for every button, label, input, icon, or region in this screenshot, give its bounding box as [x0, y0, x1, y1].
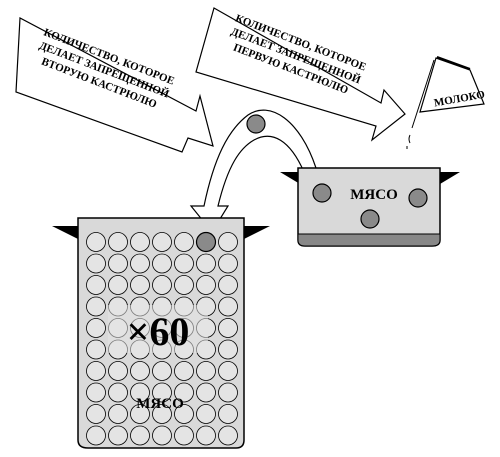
meat-ball	[218, 425, 238, 446]
right-arrow: КОЛИЧЕСТВО, КОТОРОЕ ДЕЛАЕТ ЗАПРЕЩЕННОЙ П…	[195, 7, 406, 142]
meat-ball	[218, 404, 238, 424]
meat-ball	[196, 275, 216, 295]
meat-ball	[130, 232, 150, 252]
meat-ball	[218, 382, 238, 403]
meat-ball	[86, 382, 106, 403]
meat-ball	[152, 275, 172, 295]
multiplier-backdrop	[108, 305, 208, 353]
meat-ball	[86, 425, 106, 446]
meat-ball	[152, 232, 172, 252]
meat-ball	[174, 404, 194, 424]
meat-ball	[196, 425, 216, 446]
meat-ball	[196, 382, 216, 403]
small-pot: МЯСО	[280, 167, 460, 247]
meat-ball	[86, 296, 106, 317]
meat-ball	[218, 318, 238, 338]
meat-ball	[152, 382, 172, 403]
small-pot-label: МЯСО	[350, 187, 398, 203]
meat-ball	[174, 425, 194, 446]
meat-ball	[174, 361, 194, 381]
meat-ball	[108, 253, 128, 274]
meat-ball	[312, 183, 332, 203]
added-meat-ball	[195, 231, 217, 253]
meat-ball	[174, 275, 194, 295]
meat-ball	[408, 188, 428, 208]
meat-ball	[108, 232, 128, 252]
meat-ball	[86, 361, 106, 381]
meat-ball	[130, 425, 150, 446]
meat-ball	[86, 318, 106, 338]
big-pot-label: МЯСО	[136, 396, 184, 412]
meat-ball	[108, 382, 128, 403]
meat-ball	[108, 425, 128, 446]
meat-ball	[360, 209, 380, 229]
meat-ball	[152, 253, 172, 274]
meat-ball	[130, 253, 150, 274]
meat-ball	[86, 404, 106, 424]
left-arrow: КОЛИЧЕСТВО, КОТОРОЕ ДЕЛАЕТ ЗАПРЕЩЕННОЙ В…	[15, 17, 214, 153]
meat-ball	[218, 253, 238, 274]
meat-ball	[130, 275, 150, 295]
meat-ball	[130, 361, 150, 381]
meat-ball	[152, 404, 172, 424]
meat-ball	[174, 253, 194, 274]
meat-ball	[218, 232, 238, 252]
meat-ball	[196, 404, 216, 424]
meat-ball	[130, 382, 150, 403]
meat-ball	[130, 404, 150, 424]
meat-ball	[108, 404, 128, 424]
meat-ball	[174, 232, 194, 252]
meat-ball	[86, 253, 106, 274]
meat-ball	[108, 361, 128, 381]
meat-ball	[86, 339, 106, 360]
big-pot: ×60 МЯСО	[52, 217, 270, 449]
meat-ball	[152, 425, 172, 446]
meat-ball	[218, 361, 238, 381]
meat-ball	[152, 361, 172, 381]
big-pot-ball-grid	[86, 231, 238, 446]
meat-ball	[196, 253, 216, 274]
milk-flag: МОЛОКО	[406, 56, 486, 149]
meat-ball	[174, 382, 194, 403]
meat-ball	[86, 275, 106, 295]
transferred-meat-ball	[246, 114, 266, 134]
meat-ball	[86, 232, 106, 252]
meat-ball	[218, 339, 238, 360]
transfer-arrow	[189, 109, 317, 234]
meat-ball	[196, 361, 216, 381]
meat-ball	[218, 275, 238, 295]
meat-ball	[108, 275, 128, 295]
big-pot-multiplier: ×60	[127, 309, 190, 354]
meat-ball	[218, 296, 238, 317]
